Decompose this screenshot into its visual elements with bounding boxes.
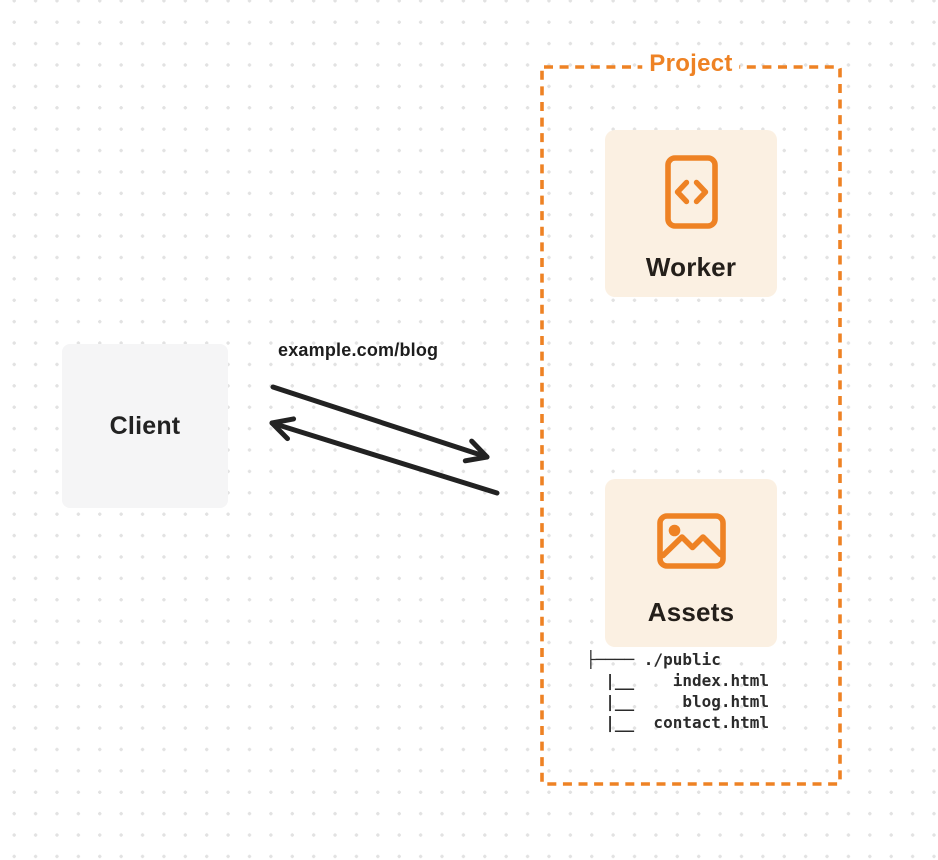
client-node: Client — [62, 344, 228, 508]
worker-label: Worker — [645, 252, 737, 282]
response-arrow — [269, 416, 500, 496]
assets-label: Assets — [647, 597, 735, 627]
project-container: Project Worker Assets — [540, 49, 842, 786]
worker-node: Worker — [605, 130, 777, 297]
client-label: Client — [109, 411, 181, 440]
image-icon — [656, 513, 726, 569]
request-url-label: example.com/blog — [278, 340, 439, 360]
request-response-arrows — [269, 384, 500, 496]
assets-node: Assets — [605, 479, 777, 647]
request-arrow — [270, 384, 490, 464]
project-label: Project — [642, 49, 740, 78]
code-file-icon — [664, 155, 718, 229]
file-tree: ├──── ./public |__ index.html |__ blog.h… — [586, 650, 770, 732]
